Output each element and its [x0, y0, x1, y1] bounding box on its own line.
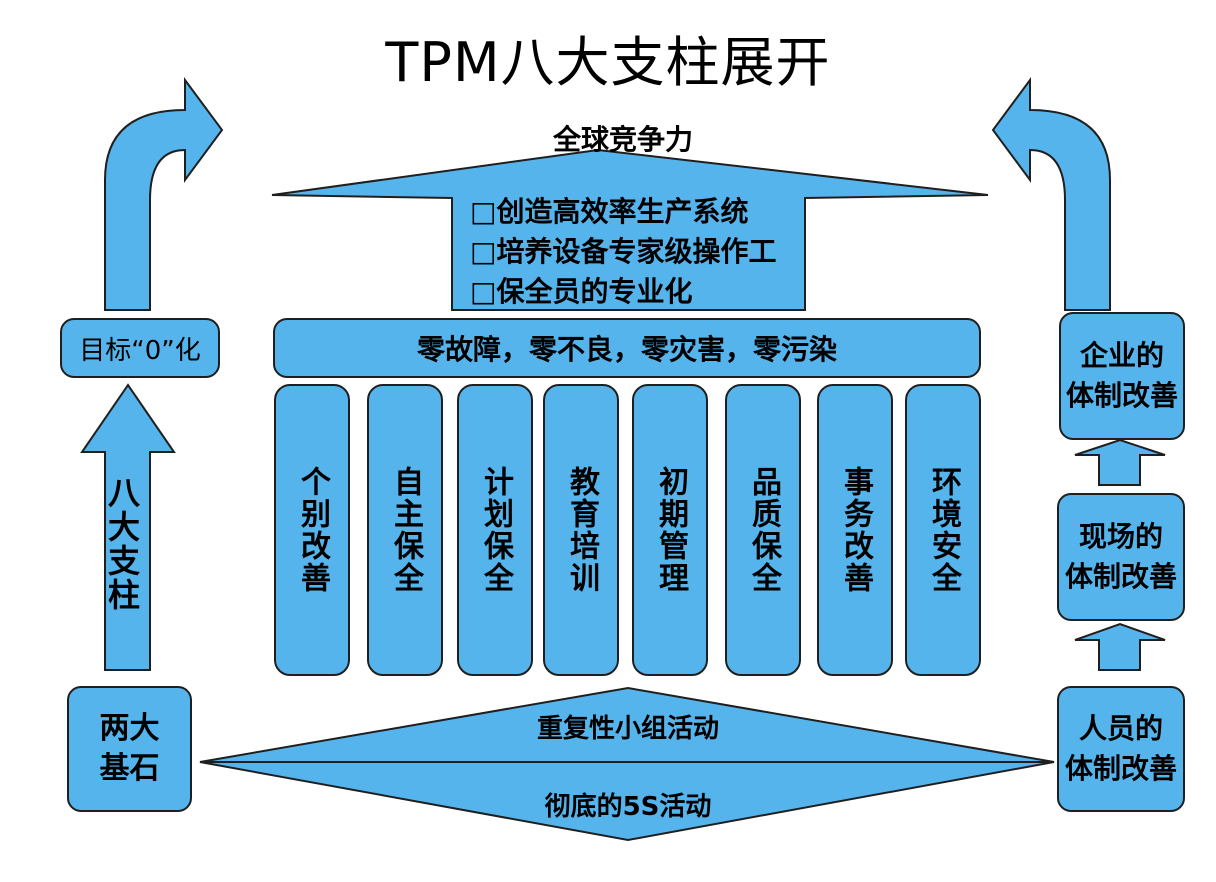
beam-label: 零故障，零不良，零灾害，零污染: [416, 333, 837, 366]
roof-shape: [271, 148, 989, 311]
pillar-label: 教育培训: [564, 466, 599, 594]
goal-label: 目标“0”化: [79, 335, 201, 366]
goal-box: 目标“0”化: [60, 318, 220, 378]
pillar-box: 教育培训: [543, 384, 619, 676]
roof-item: □创造高效率生产系统: [470, 195, 749, 228]
right-up-arrow-lower: [1074, 622, 1166, 671]
pillar-label: 初期管理: [653, 466, 688, 594]
left-arrow-label: 八大支柱: [103, 476, 141, 612]
pillar-label: 计划保全: [478, 466, 513, 594]
foundation-lower-label: 彻底的5S活动: [544, 792, 712, 822]
pillar-box: 计划保全: [457, 384, 533, 676]
left-up-arrow: [80, 383, 176, 671]
left-curved-arrow: [104, 76, 224, 311]
pillar-label: 自主保全: [388, 466, 423, 594]
enterprise-box: 企业的 体制改善: [1059, 312, 1185, 440]
page-title: TPM八大支柱展开: [385, 31, 831, 94]
site-box: 现场的 体制改善: [1057, 493, 1185, 621]
foundation-box-label: 两大 基石: [99, 711, 160, 786]
pillar-label: 环境安全: [926, 466, 961, 594]
pillar-box: 品质保全: [725, 384, 801, 676]
roof-list: □创造高效率生产系统 □培养设备专家级操作工 □保全员的专业化: [470, 192, 776, 312]
pillar-label: 事务改善: [838, 466, 873, 594]
pillar-box: 自主保全: [367, 384, 443, 676]
right-up-arrow-upper: [1074, 438, 1166, 486]
pillar-label: 品质保全: [746, 466, 781, 594]
pillar-box: 个别改善: [274, 384, 350, 676]
enterprise-label: 企业的 体制改善: [1065, 339, 1178, 412]
pillar-box: 初期管理: [632, 384, 708, 676]
roof-heading: 全球竞争力: [552, 123, 693, 156]
pillar-label: 个别改善: [295, 466, 330, 594]
right-curved-arrow: [991, 76, 1111, 311]
beam-box: 零故障，零不良，零灾害，零污染: [273, 318, 981, 378]
foundation-box: 两大 基石: [67, 686, 192, 812]
pillar-box: 事务改善: [817, 384, 893, 676]
site-label: 现场的 体制改善: [1064, 520, 1177, 593]
personnel-label: 人员的 体制改善: [1064, 712, 1177, 785]
pillar-box: 环境安全: [905, 384, 981, 676]
roof-item: □培养设备专家级操作工: [470, 235, 777, 268]
personnel-box: 人员的 体制改善: [1057, 686, 1185, 812]
foundation-upper-label: 重复性小组活动: [536, 714, 719, 744]
roof-item: □保全员的专业化: [470, 275, 693, 308]
